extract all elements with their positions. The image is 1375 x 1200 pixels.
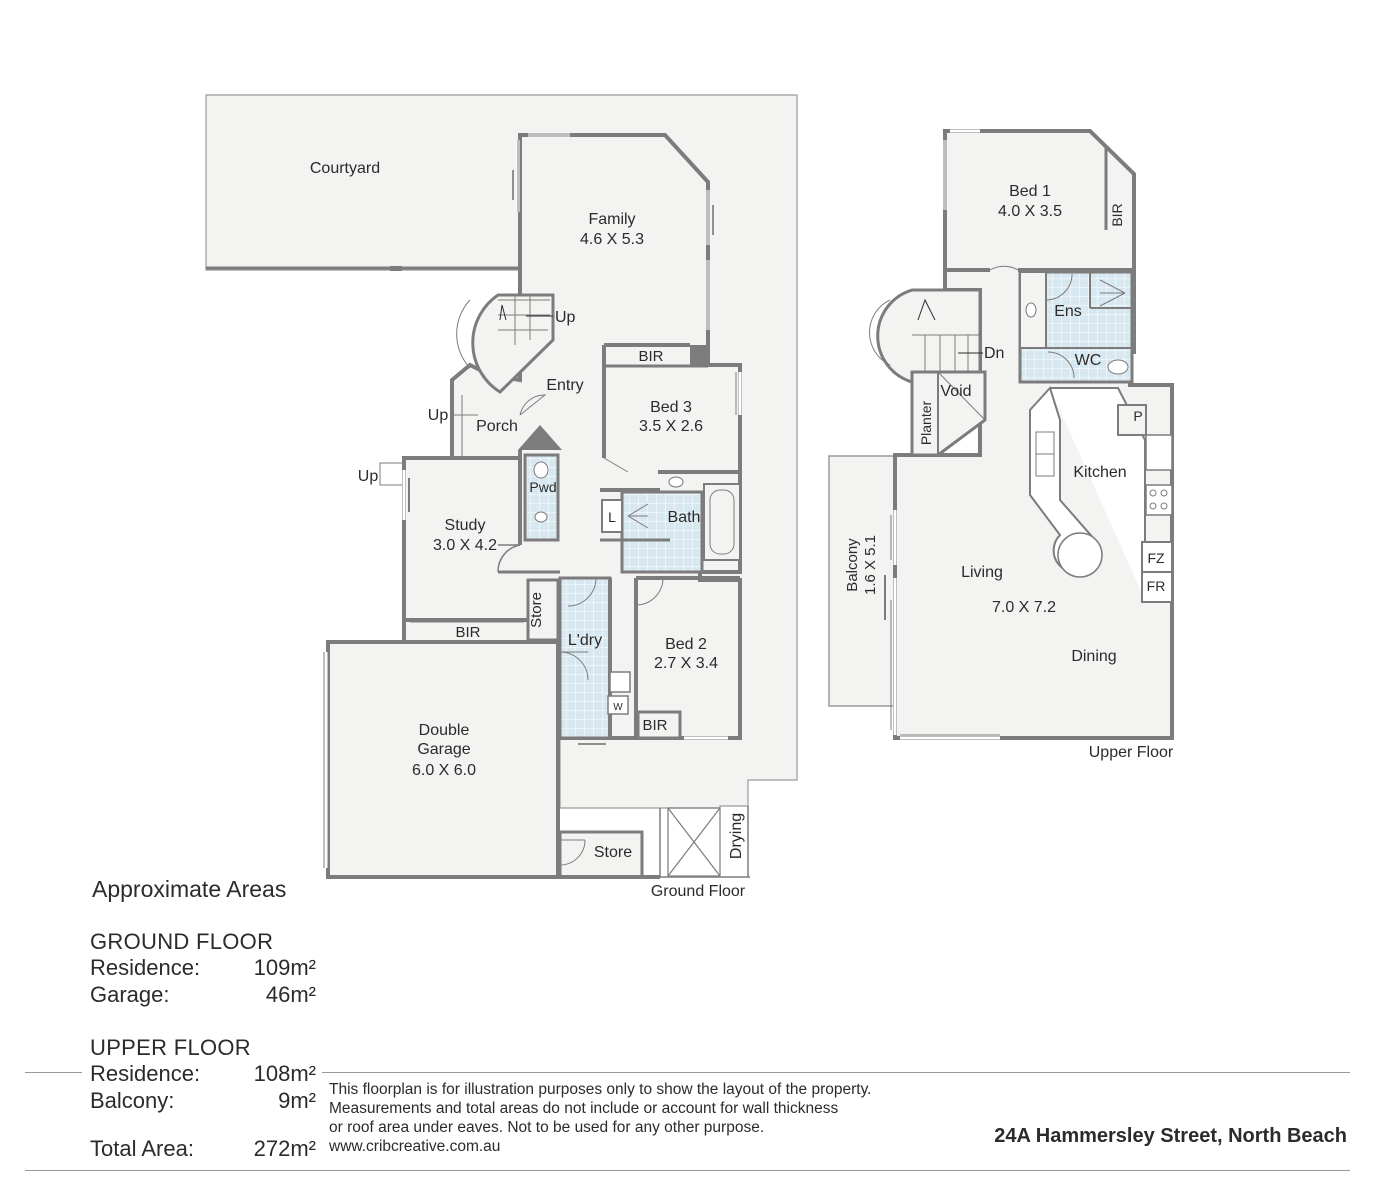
top-divider-right <box>322 1072 1350 1073</box>
area-label: Residence: <box>90 955 201 980</box>
property-address: 24A Hammersley Street, North Beach <box>994 1125 1347 1147</box>
living-dimensions: 7.0 X 7.2 <box>992 599 1056 616</box>
stair-down-label: Dn <box>984 345 1004 362</box>
freezer-label: FZ <box>1147 550 1165 566</box>
planter-label: Planter <box>918 400 934 445</box>
bed2-label: Bed 2 <box>665 636 707 653</box>
upper-floor-label: Upper Floor <box>1089 744 1174 761</box>
balcony-dimensions: 1.6 X 5.1 <box>862 535 879 595</box>
garage-label-line2: Garage <box>417 741 470 758</box>
study-label: Study <box>445 517 486 534</box>
linen-label: L <box>608 509 616 525</box>
ground-floor-plan: Courtyard Family 4.6 X 5.3 Up Entry Up P… <box>205 94 798 900</box>
area-value: 109m² <box>253 955 316 980</box>
garage-dimensions: 6.0 X 6.0 <box>412 762 476 779</box>
ground-floor-areas: GROUND FLOOR Residence: 109m² Garage: 46… <box>90 929 316 1009</box>
kitchen-label: Kitchen <box>1073 464 1126 481</box>
upper-floor-areas: UPPER FLOOR Residence: 108m² Balcony: 9m… <box>90 1035 316 1115</box>
porch-label: Porch <box>476 418 518 435</box>
dining-label: Dining <box>1071 648 1116 665</box>
bed1-label: Bed 1 <box>1009 183 1051 200</box>
garage-label-line1: Double <box>419 722 470 739</box>
ground-floor-title: GROUND FLOOR <box>90 929 274 954</box>
laundry-label: L'dry <box>568 632 602 649</box>
study-up-label: Up <box>358 468 379 485</box>
drying-label: Drying <box>728 813 745 859</box>
porch-up-label: Up <box>428 407 449 424</box>
area-row: Residence: 108m² <box>90 1061 316 1088</box>
balcony-label: Balcony <box>844 538 861 592</box>
balcony-area <box>828 455 896 707</box>
bed3-bir-label: BIR <box>638 348 663 365</box>
bed2-dimensions: 2.7 X 3.4 <box>654 655 718 672</box>
area-row: Residence: 109m² <box>90 955 316 982</box>
top-divider <box>25 1072 82 1073</box>
powder-label: Pwd <box>529 479 556 495</box>
area-value: 46m² <box>265 982 316 1007</box>
stair-up-label: Up <box>555 309 576 326</box>
bed1-dimensions: 4.0 X 3.5 <box>998 203 1062 220</box>
bed2-bir-label: BIR <box>642 717 667 734</box>
study-dimensions: 3.0 X 4.2 <box>433 537 497 554</box>
upper-floor-title: UPPER FLOOR <box>90 1035 251 1060</box>
void-label: Void <box>940 383 971 400</box>
area-label: Garage: <box>90 982 170 1007</box>
bath-label: Bath <box>668 509 701 526</box>
area-label: Residence: <box>90 1061 201 1086</box>
total-area: Total Area: 272m² <box>90 1136 316 1163</box>
family-dimensions: 4.6 X 5.3 <box>580 231 644 248</box>
wc-label: WC <box>1075 352 1102 369</box>
website-link[interactable]: www.cribcreative.com.au <box>329 1138 501 1155</box>
upper-floor-plan: Bed 1 4.0 X 3.5 BIR Ens WC Dn Void Plant… <box>828 129 1174 761</box>
total-area-value: 272m² <box>253 1136 316 1161</box>
area-value: 108m² <box>253 1061 316 1086</box>
entry-label: Entry <box>546 377 583 394</box>
washer-label: W <box>613 702 623 713</box>
total-area-label: Total Area: <box>90 1136 194 1161</box>
store-label: Store <box>528 592 545 628</box>
area-label: Balcony: <box>90 1088 175 1113</box>
disclaimer-line: or roof area under eaves. Not to be used… <box>329 1119 765 1136</box>
disclaimer: This floorplan is for illustration purpo… <box>329 1080 872 1156</box>
pantry-label: P <box>1133 408 1142 424</box>
garage-store-label: Store <box>594 844 632 861</box>
bed1-bir-label: BIR <box>1109 203 1125 226</box>
family-label: Family <box>588 211 635 228</box>
approximate-areas-heading: Approximate Areas <box>92 876 287 902</box>
ensuite-label: Ens <box>1054 303 1082 320</box>
disclaimer-line: Measurements and total areas do not incl… <box>329 1100 839 1117</box>
ground-floor-label: Ground Floor <box>651 883 746 900</box>
total-area-row: Total Area: 272m² <box>90 1136 316 1163</box>
area-row: Balcony: 9m² <box>90 1088 316 1115</box>
fridge-label: FR <box>1147 578 1166 594</box>
disclaimer-line: This floorplan is for illustration purpo… <box>329 1081 872 1098</box>
living-label: Living <box>961 564 1003 581</box>
bottom-divider <box>25 1170 1350 1171</box>
bed3-label: Bed 3 <box>650 399 692 416</box>
bed3-dimensions: 3.5 X 2.6 <box>639 418 703 435</box>
study-bir-label: BIR <box>455 624 480 641</box>
area-row: Garage: 46m² <box>90 982 316 1009</box>
area-value: 9m² <box>278 1088 316 1113</box>
courtyard-label: Courtyard <box>310 160 380 177</box>
